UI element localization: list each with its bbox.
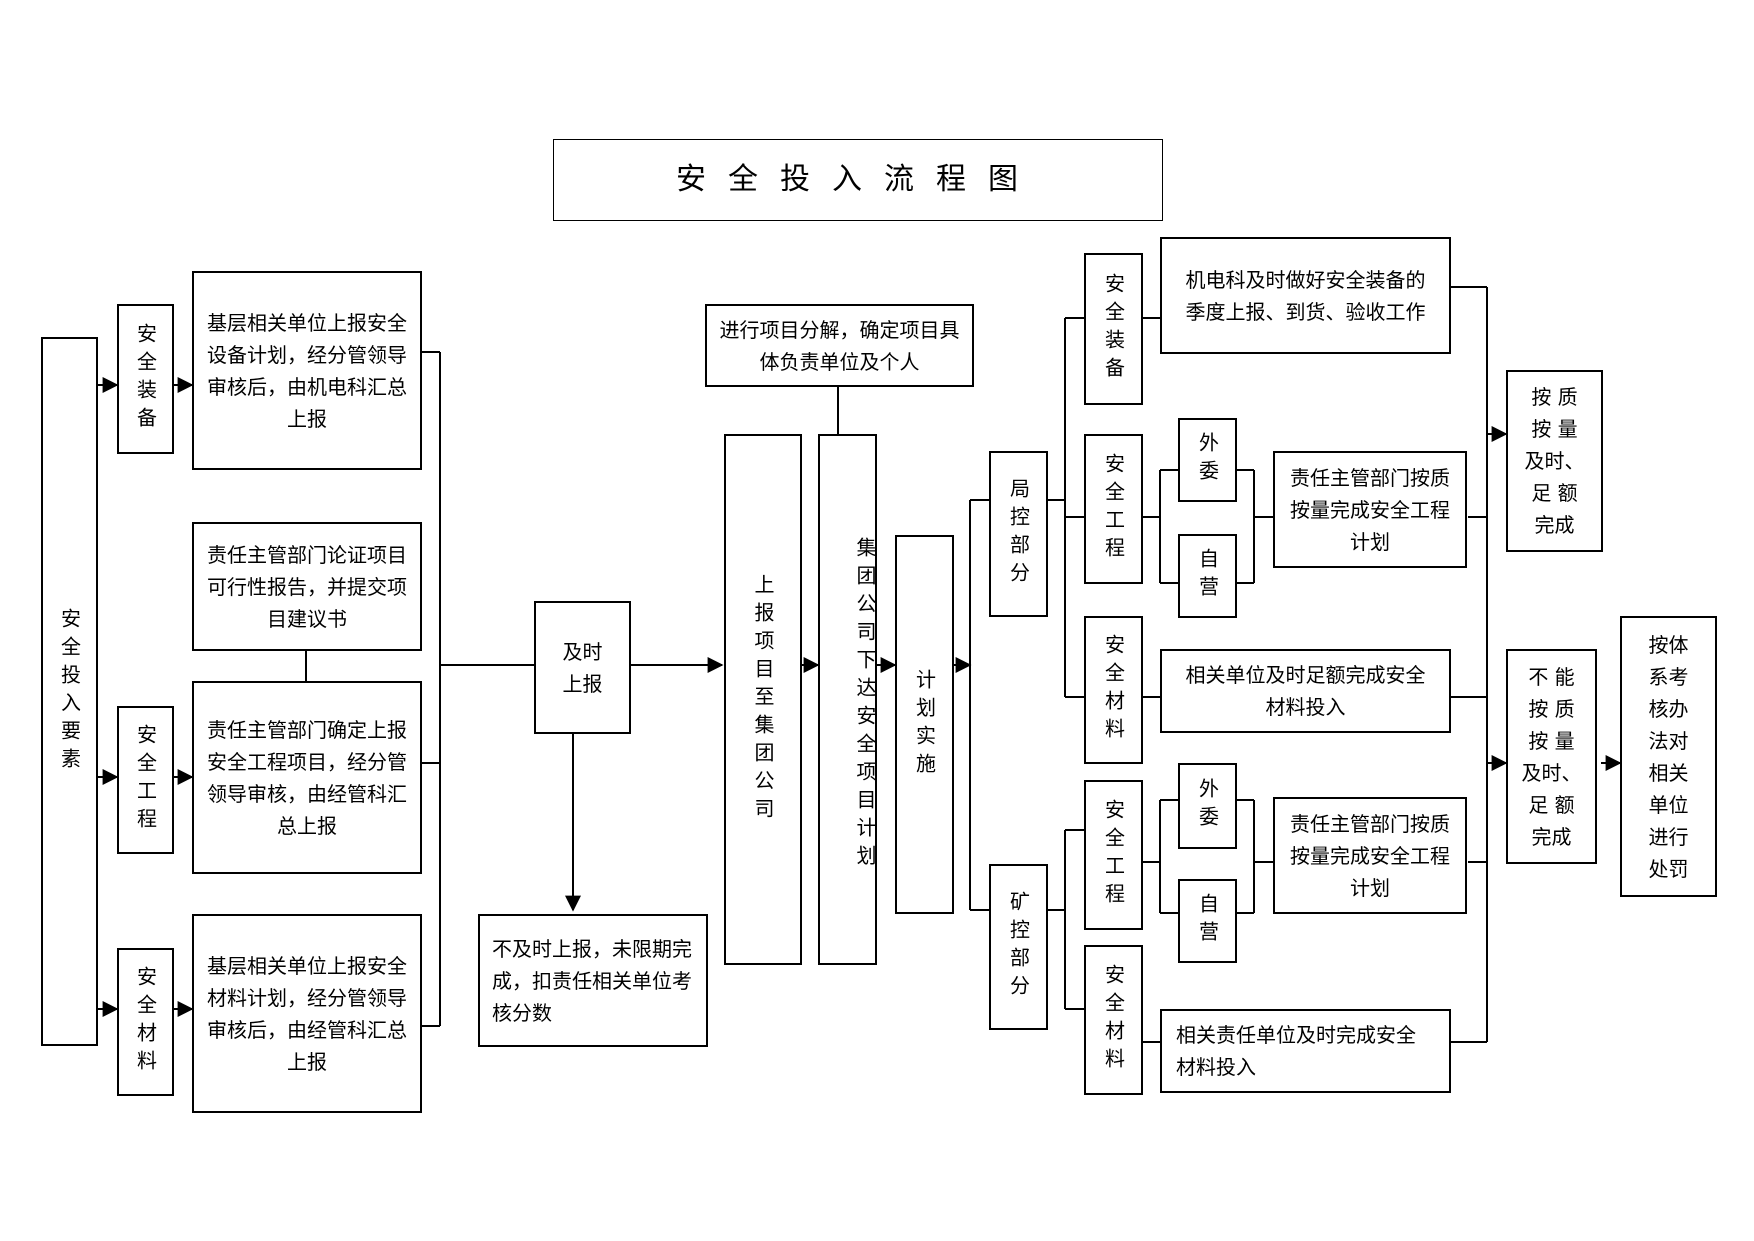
timely-report-box: 及时上报	[534, 601, 631, 734]
diagram-title: 安全投入流程图	[553, 139, 1163, 221]
feasibility-report: 责任主管部门论证项目可行性报告，并提交项目建议书	[192, 522, 422, 651]
input-safety-engineering: 安全工程	[117, 706, 174, 854]
mine-self-run: 自营	[1178, 879, 1237, 963]
bureau-materials-task: 相关单位及时足额完成安全材料投入	[1160, 649, 1451, 733]
input-safety-equipment: 安全装备	[117, 304, 174, 454]
mine-safety-materials: 安全材料	[1084, 945, 1143, 1095]
project-decomposition-box: 进行项目分解，确定项目具体负责单位及个人	[705, 304, 974, 387]
bureau-self-run: 自营	[1178, 534, 1237, 618]
bureau-safety-equipment: 安全装备	[1084, 253, 1143, 405]
equipment-plan-report: 基层相关单位上报安全设备计划，经分管领导审核后，由机电科汇总上报	[192, 271, 422, 470]
punishment-box: 按体系考核办法对相关单位进行处罚	[1620, 616, 1717, 897]
root-safety-input-factors: 安全投入要素	[41, 337, 98, 1046]
plan-implementation-box: 计划实施	[895, 535, 954, 914]
bureau-safety-engineering: 安全工程	[1084, 434, 1143, 584]
engineering-project-report: 责任主管部门确定上报安全工程项目，经分管领导审核，由经管科汇总上报	[192, 681, 422, 874]
bureau-safety-materials: 安全材料	[1084, 616, 1143, 764]
mine-control-box: 矿控部分	[989, 864, 1048, 1030]
bureau-equipment-task: 机电科及时做好安全装备的季度上报、到货、验收工作	[1160, 237, 1451, 354]
bureau-control-box: 局控部分	[989, 451, 1048, 617]
input-safety-materials: 安全材料	[117, 948, 174, 1096]
mine-engineering-task: 责任主管部门按质按量完成安全工程计划	[1273, 797, 1467, 914]
late-penalty-box: 不及时上报，未限期完成，扣责任相关单位考核分数	[478, 914, 708, 1047]
outcome-incomplete-box: 不 能 按 质 按 量 及时、 足 额 完成	[1506, 649, 1597, 864]
outcome-complete-box: 按 质 按 量 及时、 足 额 完成	[1506, 370, 1603, 552]
report-to-group-box: 上报项目至集团公司	[724, 434, 802, 965]
materials-plan-report: 基层相关单位上报安全材料计划，经分管领导审核后，由经管科汇总上报	[192, 914, 422, 1113]
bureau-outsourced: 外委	[1178, 418, 1237, 502]
bureau-engineering-task: 责任主管部门按质按量完成安全工程计划	[1273, 451, 1467, 568]
group-issue-plan-box: 集团公司下达安全项目计划	[818, 434, 877, 965]
mine-materials-task: 相关责任单位及时完成安全材料投入	[1160, 1009, 1451, 1093]
mine-safety-engineering: 安全工程	[1084, 780, 1143, 930]
mine-outsourced: 外委	[1178, 763, 1237, 849]
